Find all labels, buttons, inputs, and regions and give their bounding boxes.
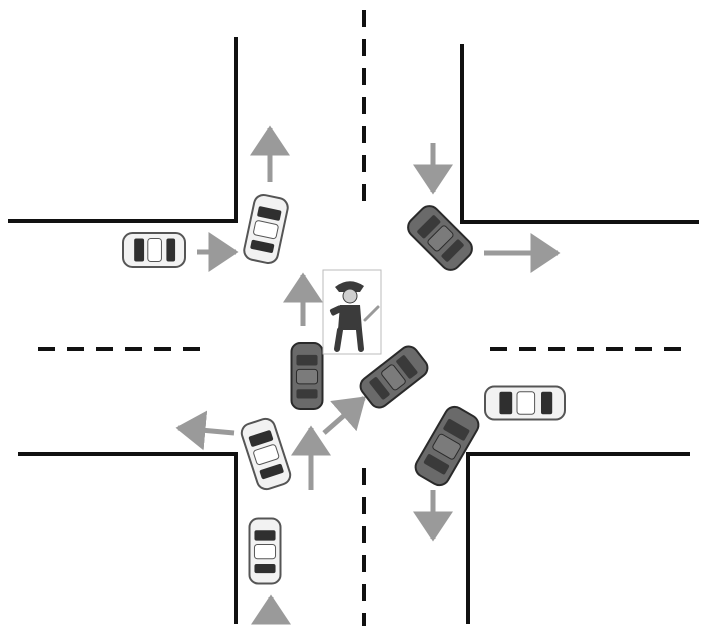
car-windshield (254, 530, 276, 541)
car-rear-window (369, 377, 390, 400)
car-rear-window (166, 238, 176, 262)
car-center-northbound (290, 342, 324, 410)
curb-southeast (466, 452, 690, 624)
car-roof (427, 225, 454, 252)
car-windshield (396, 355, 418, 379)
car-windshield (134, 238, 145, 262)
car-windshield (257, 206, 282, 221)
movement-arrows (175, 125, 561, 625)
car-roof (432, 433, 461, 460)
lane-dividers (38, 10, 686, 626)
officer-head (342, 288, 358, 304)
curb-southwest (18, 452, 238, 624)
car-west-turning-north (243, 193, 289, 265)
car-north-turning-east (407, 205, 473, 271)
car-roof (516, 391, 536, 415)
officer-legs (334, 327, 364, 352)
curb-northwest (8, 37, 238, 223)
car-windshield (248, 430, 274, 447)
car-roof (381, 364, 406, 391)
car-center-diagonal (359, 345, 429, 409)
car-south-approach (248, 517, 282, 585)
curbs (8, 37, 699, 624)
car-roof (295, 368, 319, 385)
vehicles (122, 193, 566, 585)
traffic-officer (322, 269, 382, 355)
car-roof (253, 220, 279, 240)
car-rear-window (441, 239, 464, 262)
car-windshield (296, 354, 318, 366)
car-east-turning-south (414, 405, 480, 487)
officer-baton-icon (363, 305, 380, 322)
car-windshield (417, 215, 441, 239)
officer-cap-icon (335, 281, 364, 292)
car-windshield (499, 391, 513, 415)
officer-body (338, 305, 362, 330)
arrow-west-exit-icon (175, 410, 235, 451)
car-east-waiting (484, 385, 566, 421)
car-roof (253, 544, 277, 560)
curb-northeast (460, 44, 699, 224)
officer-arm-signal (329, 305, 343, 316)
car-rear-window (296, 389, 318, 399)
car-rear-window (254, 564, 276, 574)
car-south-turning-west (240, 417, 292, 491)
car-rear-window (423, 454, 450, 475)
car-roof (147, 237, 162, 263)
car-windshield (443, 418, 470, 441)
car-rear-window (259, 463, 284, 480)
car-rear-window (250, 239, 275, 253)
car-rear-window (541, 391, 553, 415)
car-west-approach (122, 232, 186, 268)
car-roof (253, 444, 280, 466)
